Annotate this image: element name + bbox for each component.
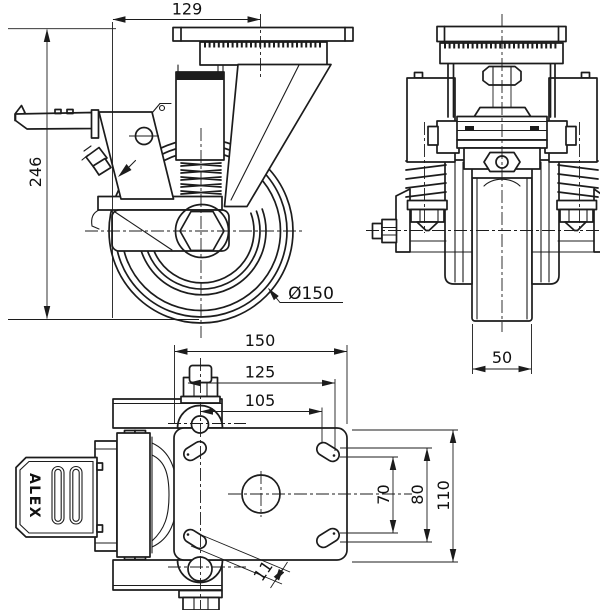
direction-arrow-icon xyxy=(118,164,132,177)
brand-label: ALEX xyxy=(26,473,42,519)
brake-pedal xyxy=(15,456,98,538)
dim-246-label: 246 xyxy=(26,157,45,188)
front-view xyxy=(366,14,600,332)
dim-125-label: 125 xyxy=(245,363,276,382)
dim-wheel-diameter-label: Ø150 xyxy=(288,284,334,304)
dim-50-label: 50 xyxy=(492,348,512,367)
dim-80-label: 80 xyxy=(408,484,427,504)
dim-129-label: 129 xyxy=(172,0,203,19)
dim-70-label: 70 xyxy=(374,484,393,504)
plan-view: ALEX xyxy=(15,358,412,610)
dim-110-label: 110 xyxy=(434,480,453,511)
dim-105-label: 105 xyxy=(245,391,276,410)
dim-150-label: 150 xyxy=(245,331,276,350)
side-view xyxy=(14,14,354,338)
